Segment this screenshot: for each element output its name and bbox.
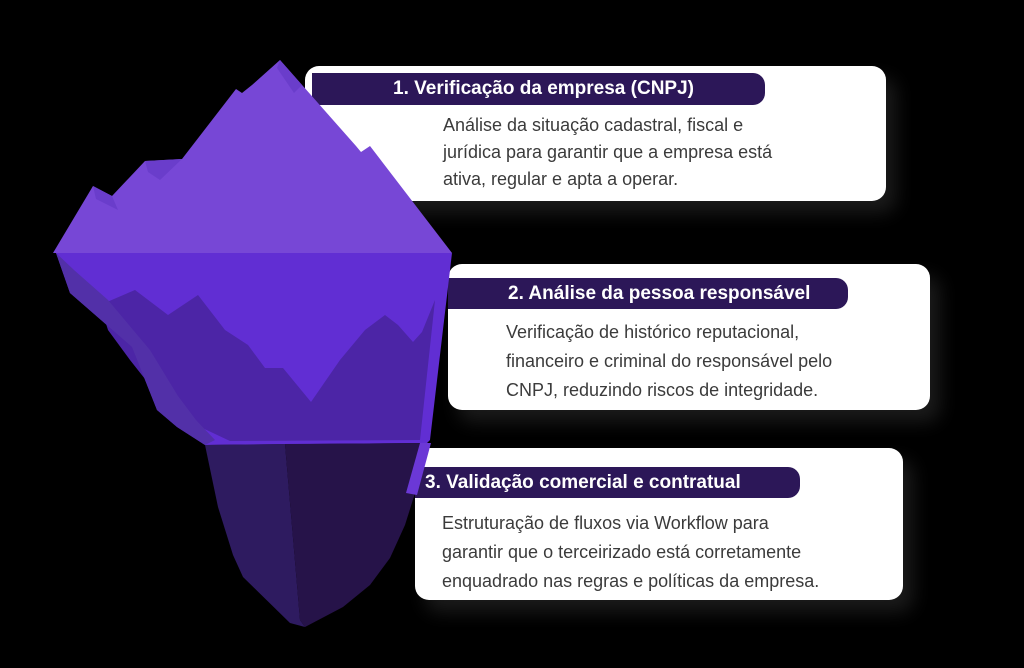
text-line: financeiro e criminal do responsável pel… (506, 351, 833, 371)
iceberg-top-facet-shadow (145, 159, 182, 180)
text-line: Verificação de histórico reputacional, (506, 322, 800, 342)
text-line: ativa, regular e apta a operar. (443, 169, 679, 189)
iceberg-top-facet-shadow (93, 186, 118, 210)
text-line: garantir que o terceirizado está correta… (442, 542, 802, 562)
text-line: CNPJ, reduzindo riscos de integridade. (506, 380, 819, 400)
iceberg-left-facet (56, 253, 215, 445)
step-1-title-pill: 1. Verificação da empresa (CNPJ) (312, 73, 765, 105)
step-2-title-pill: 2. Análise da pessoa responsável (448, 278, 848, 309)
iceberg-reflection-facet (100, 290, 435, 441)
iceberg-mid-face (56, 253, 452, 445)
step-2-description: Verificação de histórico reputacional, f… (506, 318, 832, 405)
text-line: enquadrado nas regras e políticas da emp… (442, 571, 820, 591)
text-line: jurídica para garantir que a empresa est… (443, 142, 773, 162)
step-3-title: 3. Validação comercial e contratual (425, 471, 741, 493)
step-1-title: 1. Verificação da empresa (CNPJ) (393, 78, 694, 99)
iceberg-top-facet-shadow (277, 60, 302, 93)
iceberg-bottom-left-facet (205, 444, 305, 627)
step-3-description: Estruturação de fluxos via Workflow para… (442, 509, 819, 596)
step-1-description: Análise da situação cadastral, fiscal e … (443, 112, 772, 193)
text-line: Estruturação de fluxos via Workflow para (442, 513, 769, 533)
step-2-title: 2. Análise da pessoa responsável (508, 282, 811, 304)
step-3-title-pill: 3. Validação comercial e contratual (415, 467, 800, 498)
iceberg-bottom-right-facet (285, 443, 427, 627)
text-line: Análise da situação cadastral, fiscal e (443, 115, 744, 135)
